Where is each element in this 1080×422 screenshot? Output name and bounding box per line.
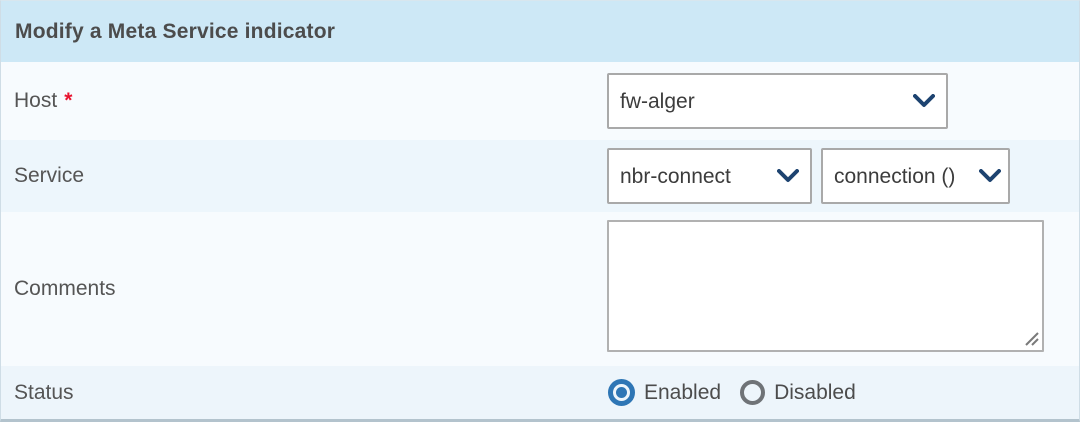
- comments-label-cell: Comments: [1, 212, 607, 366]
- status-radio-group: Enabled Disabled: [608, 379, 856, 406]
- host-label: Host: [14, 89, 58, 112]
- required-asterisk: *: [64, 89, 73, 112]
- comments-textarea[interactable]: [607, 220, 1044, 352]
- radio-disabled[interactable]: [740, 380, 766, 405]
- status-label: Status: [14, 380, 74, 404]
- service-select[interactable]: nbr-connect: [607, 148, 812, 204]
- status-label-cell: Status: [1, 366, 607, 419]
- comments-textarea-wrap: [607, 220, 1044, 352]
- status-row: Status Enabled Disabled: [1, 366, 1079, 419]
- page-title: Modify a Meta Service indicator: [15, 19, 336, 43]
- metric-select[interactable]: connection (): [821, 148, 1010, 204]
- radio-disabled-label[interactable]: Disabled: [774, 380, 856, 404]
- service-select-wrap: nbr-connect: [607, 148, 812, 204]
- radio-enabled[interactable]: [608, 379, 635, 406]
- resize-handle-icon[interactable]: [1022, 329, 1040, 347]
- host-select[interactable]: fw-alger: [607, 73, 948, 129]
- host-row: Host * fw-alger: [1, 62, 1079, 140]
- form-header: Modify a Meta Service indicator: [1, 1, 1079, 62]
- service-row: Service nbr-connect connection (): [1, 140, 1079, 212]
- comments-row: Comments: [1, 212, 1079, 366]
- service-label-cell: Service: [1, 140, 607, 212]
- comments-label: Comments: [14, 277, 116, 300]
- service-label: Service: [14, 164, 85, 187]
- radio-enabled-label[interactable]: Enabled: [644, 380, 722, 404]
- radio-enabled-dot: [616, 387, 627, 398]
- metric-select-wrap: connection (): [812, 148, 1010, 204]
- host-select-wrap: fw-alger: [607, 73, 948, 129]
- host-label-cell: Host *: [1, 62, 607, 140]
